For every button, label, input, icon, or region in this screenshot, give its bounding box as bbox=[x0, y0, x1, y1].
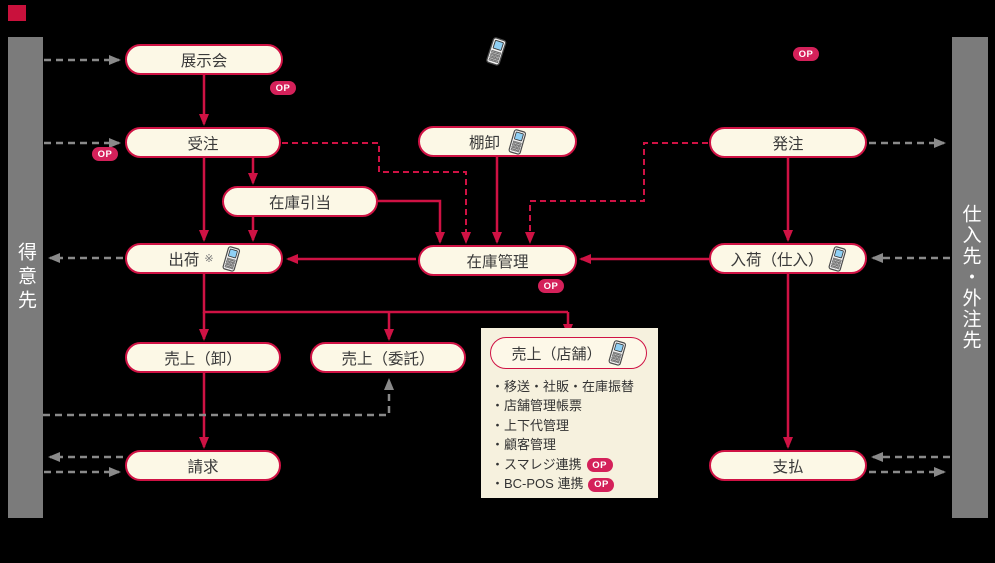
list-item: ・顧客管理 bbox=[491, 437, 557, 453]
list-item: ・上下代管理 bbox=[491, 417, 570, 433]
node-exhibition: 展示会 bbox=[125, 44, 283, 75]
node-purchase-order: 発注 bbox=[709, 127, 867, 158]
op-badge-order: OP bbox=[92, 147, 118, 161]
node-shipping-label: 出荷 bbox=[168, 251, 200, 269]
store-feature-list: ・移送・社販・在庫振替 ・店舗管理帳票 ・上下代管理 ・顧客管理 ・スマレジ連携… bbox=[491, 377, 654, 493]
node-sales-store-label: 売上（店舗） bbox=[511, 345, 602, 363]
node-stocktake-label: 棚卸 bbox=[468, 134, 500, 152]
dashed-bar-to-consignment bbox=[43, 378, 394, 417]
node-shipping: 出荷 ※ bbox=[125, 243, 283, 274]
phone-icon bbox=[605, 338, 629, 368]
node-inventory-allocation: 在庫引当 bbox=[222, 186, 378, 217]
node-stocktake: 棚卸 bbox=[418, 126, 577, 157]
left-entity-label: 得意先 bbox=[15, 241, 36, 314]
node-inventory-management-label: 在庫管理 bbox=[466, 253, 529, 271]
logo-square bbox=[8, 5, 26, 21]
op-badge-inventory: OP bbox=[538, 279, 564, 293]
op-badge-purchase-order: OP bbox=[793, 47, 819, 61]
list-item: ・移送・社販・在庫振替 bbox=[491, 379, 635, 394]
arrow-allocation-to-inventory bbox=[378, 199, 445, 244]
op-badge-exhibition: OP bbox=[270, 81, 296, 95]
op-badge: OP bbox=[588, 477, 615, 492]
phone-icon bbox=[506, 127, 530, 157]
op-badge: OP bbox=[586, 458, 613, 473]
node-arrival: 入荷（仕入） bbox=[709, 243, 867, 274]
node-inventory-allocation-label: 在庫引当 bbox=[268, 194, 331, 212]
store-panel: 売上（店舗） ・移送・社販・在庫振替 ・店舗管理帳票 ・上下代管理 ・顧客管理 … bbox=[481, 328, 658, 498]
node-inventory-management: 在庫管理 bbox=[418, 245, 577, 276]
node-sales-wholesale: 売上（卸） bbox=[125, 342, 281, 373]
left-entity-bar: 得意先 bbox=[8, 37, 43, 518]
node-sales-wholesale-label: 売上（卸） bbox=[164, 350, 242, 368]
node-payment-label: 支払 bbox=[772, 458, 804, 476]
right-entity-label: 仕入先・外注先 bbox=[959, 204, 981, 351]
line-shipping-branch bbox=[202, 274, 568, 314]
node-sales-store: 売上（店舗） bbox=[490, 337, 647, 369]
node-shipping-note: ※ bbox=[204, 253, 214, 265]
node-billing: 請求 bbox=[125, 450, 281, 481]
phone-icon bbox=[825, 244, 849, 274]
node-order-label: 受注 bbox=[187, 135, 219, 153]
node-billing-label: 請求 bbox=[187, 458, 219, 476]
dashed-po-to-inventory bbox=[525, 142, 708, 244]
node-order: 受注 bbox=[125, 127, 281, 158]
node-sales-consignment-label: 売上（委託） bbox=[341, 350, 435, 368]
node-exhibition-label: 展示会 bbox=[180, 52, 228, 70]
right-entity-bar: 仕入先・外注先 bbox=[952, 37, 988, 518]
phone-icon bbox=[219, 244, 243, 274]
node-purchase-order-label: 発注 bbox=[772, 135, 804, 153]
phone-icon bbox=[483, 35, 510, 68]
node-arrival-label: 入荷（仕入） bbox=[730, 251, 824, 269]
list-item: ・店舗管理帳票 bbox=[491, 398, 583, 414]
node-sales-consignment: 売上（委託） bbox=[310, 342, 466, 373]
node-payment: 支払 bbox=[709, 450, 867, 481]
